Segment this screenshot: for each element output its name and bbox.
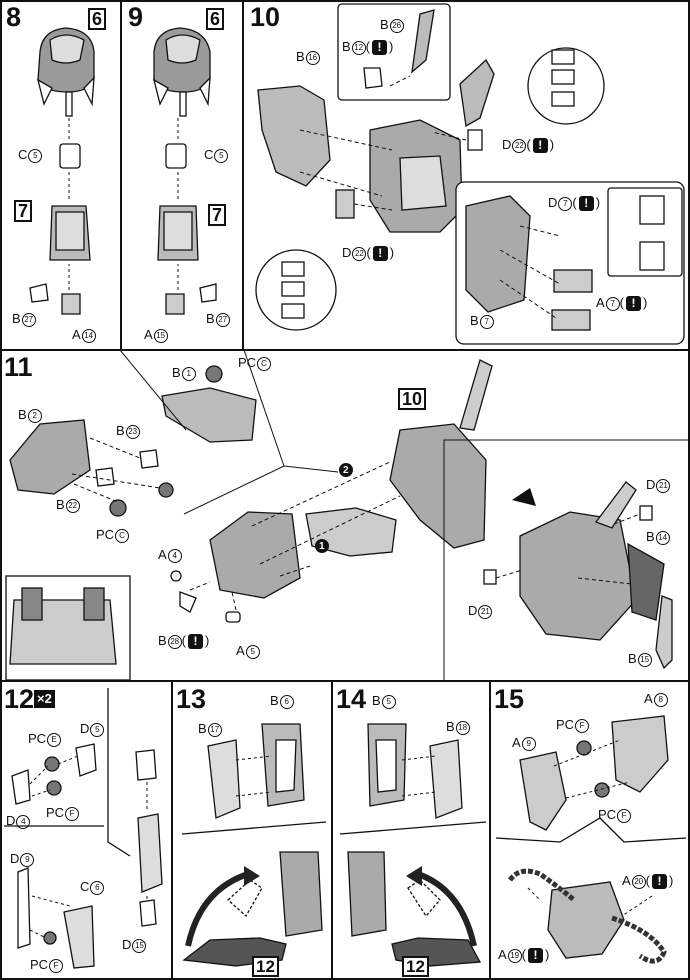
step-number-9: 9	[128, 2, 144, 32]
order-marker-2: 2	[343, 465, 349, 476]
ref-step-10: 10	[398, 388, 427, 410]
exclamation-warning-icon: !	[372, 40, 388, 56]
step-number-10: 10	[250, 2, 281, 32]
exclamation-warning-icon: !	[652, 874, 668, 890]
step-number-11: 11	[4, 352, 33, 382]
exclamation-warning-icon: !	[578, 196, 594, 212]
exclamation-warning-icon: !	[372, 246, 388, 262]
step-number-13: 13	[176, 684, 207, 714]
step-number-15: 15	[494, 684, 525, 714]
step12-art	[4, 688, 163, 969]
step15-art	[495, 715, 687, 964]
quantity-multiplier-badge: ×2	[34, 690, 55, 708]
order-marker-1: 1	[319, 541, 325, 552]
step-number-12: 12	[4, 684, 35, 714]
step13-art	[181, 723, 327, 967]
exclamation-warning-icon: !	[626, 296, 642, 312]
exclamation-warning-icon: !	[528, 948, 544, 964]
step11-art	[5, 359, 673, 681]
step8-art	[29, 27, 95, 315]
exclamation-warning-icon: !	[188, 634, 204, 650]
step-number-14: 14	[336, 684, 367, 714]
step14-art	[339, 723, 487, 967]
ref-part-6: 6	[206, 8, 225, 30]
ref-step-12: 12	[252, 956, 279, 977]
exclamation-warning-icon: !	[532, 138, 548, 154]
step10-art	[255, 3, 685, 345]
ref-part-7: 7	[208, 204, 227, 226]
ref-part-7: 7	[14, 200, 33, 222]
step-number-8: 8	[6, 2, 22, 32]
ref-step-12: 12	[402, 956, 429, 977]
ref-part-6: 6	[88, 8, 107, 30]
step9-art	[152, 27, 217, 315]
